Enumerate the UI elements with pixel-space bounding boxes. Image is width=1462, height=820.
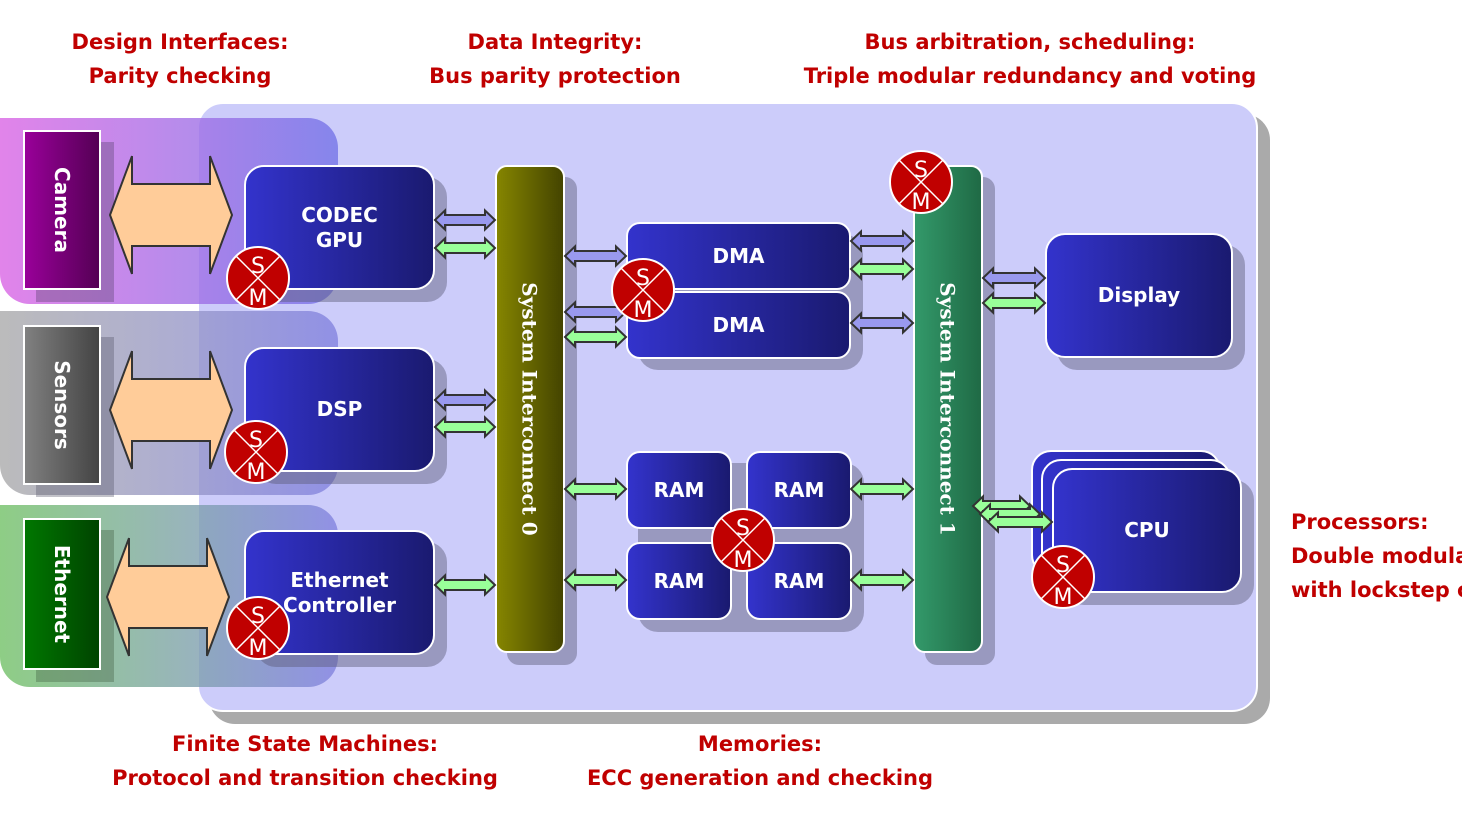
system-interconnect-0: System Interconnect 0 [495, 165, 565, 653]
ethernet-block: Ethernet [23, 518, 101, 670]
sm-letter-s: S [251, 254, 265, 279]
bus-arrow-green [849, 568, 915, 592]
bus-arrow-green [849, 257, 915, 281]
annotation-data-integrity: Data Integrity: Bus parity protection [405, 25, 705, 93]
bus-arrow-blue [433, 388, 497, 412]
annotation-detail: Double modula [1291, 544, 1462, 568]
annotation-detail: Protocol and transition checking [112, 766, 498, 790]
block-label: Display [1097, 283, 1181, 307]
annotation-detail: Bus parity protection [429, 64, 681, 88]
block-label: RAM [653, 477, 705, 502]
sm-letter-s: S [736, 516, 750, 541]
block-label: CODEC [301, 202, 378, 227]
bus-arrow-blue [433, 208, 497, 232]
sm-letter-s: S [1056, 553, 1070, 578]
annotation-title: Processors: [1291, 510, 1429, 534]
sm-letter-m: M [249, 286, 268, 311]
block-label: DSP [316, 397, 363, 421]
block-label: RAM [773, 568, 825, 593]
sm-letter-s: S [636, 266, 650, 291]
bus-arrow-green [433, 236, 497, 260]
bus-arrow-green [563, 568, 628, 592]
ethernet-bidirectional-arrow [105, 537, 231, 657]
annotation-detail: ECC generation and checking [586, 766, 934, 790]
annotation-fsm: Finite State Machines: Protocol and trans… [95, 727, 515, 795]
annotation-title: Finite State Machines: [172, 732, 438, 756]
sm-letter-m: M [734, 548, 753, 573]
bus-arrow-green [563, 325, 628, 349]
ram-block-1: RAM [626, 451, 732, 529]
block-label: RAM [773, 477, 825, 502]
bus-arrow-blue [849, 311, 915, 335]
bus-arrow-green [433, 573, 497, 597]
annotation-title: Memories: [697, 732, 823, 756]
block-label: RAM [653, 568, 705, 593]
bus-arrow-green [433, 415, 497, 439]
sensors-bidirectional-arrow [108, 350, 234, 470]
bus-arrow-blue [981, 266, 1047, 290]
bus-arrow-blue [563, 244, 628, 268]
annotation-title: Data Integrity: [467, 30, 643, 54]
block-label: GPU [315, 227, 364, 252]
ram-block-3: RAM [626, 542, 732, 620]
sm-letter-s: S [251, 604, 265, 629]
sm-letter-m: M [912, 190, 931, 215]
block-label: DMA [712, 312, 765, 337]
sm-letter-s: S [249, 428, 263, 453]
sensors-block: Sensors [23, 325, 101, 485]
sm-letter-m: M [1054, 585, 1073, 610]
bus-arrow-green [981, 291, 1047, 315]
sm-letter-m: M [634, 298, 653, 323]
block-label: Ethernet [290, 567, 389, 592]
annotation-memories: Memories: ECC generation and checking [570, 727, 950, 795]
annotation-title: Design Interfaces: [71, 30, 289, 54]
sm-letter-m: M [247, 460, 266, 485]
sm-letter-s: S [914, 158, 928, 183]
annotation-bus-arbitration: Bus arbitration, scheduling: Triple modul… [780, 25, 1280, 93]
annotation-design-interfaces: Design Interfaces: Parity checking [40, 25, 320, 93]
block-label: DMA [712, 243, 765, 268]
block-label: CPU [1124, 518, 1170, 542]
bus-arrow-green [849, 477, 915, 501]
sm-letter-m: M [249, 636, 268, 661]
annotation-processors: Processors: Double modula with lockstep c [1291, 505, 1462, 607]
bus-arrow-green [986, 510, 1054, 534]
block-label: Controller [283, 592, 396, 617]
display-block: Display [1045, 233, 1233, 358]
annotation-detail: with lockstep c [1291, 578, 1462, 602]
camera-bidirectional-arrow [108, 155, 234, 275]
bus-arrow-green [563, 477, 628, 501]
camera-block: Camera [23, 130, 101, 290]
annotation-title: Bus arbitration, scheduling: [864, 30, 1196, 54]
annotation-detail: Parity checking [88, 64, 272, 88]
annotation-detail: Triple modular redundancy and voting [803, 64, 1257, 88]
bus-arrow-blue [849, 229, 915, 253]
